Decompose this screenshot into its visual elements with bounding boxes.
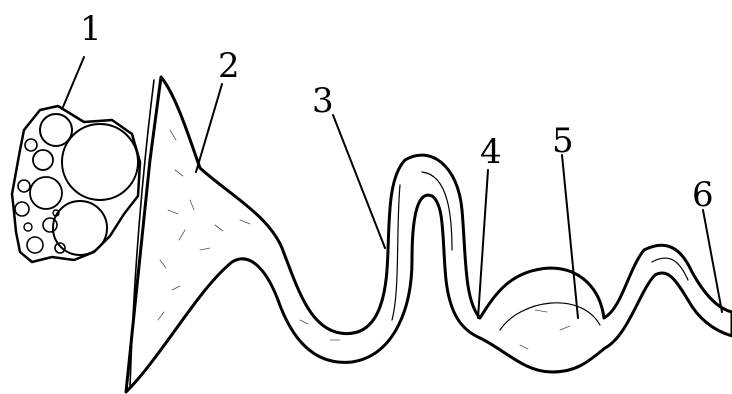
- label-2: 2: [218, 46, 240, 86]
- label-3: 3: [312, 81, 334, 121]
- leader-line-2: [196, 84, 222, 172]
- leader-line-6: [703, 210, 722, 312]
- label-5: 5: [552, 121, 574, 161]
- leader-line-4: [478, 170, 488, 318]
- main-tube: [126, 77, 732, 392]
- number-labels: 1 2 3 4 5 6: [80, 9, 714, 215]
- wedge-fibers: [158, 130, 570, 349]
- leader-line-3: [333, 115, 385, 248]
- label-6: 6: [692, 175, 714, 215]
- leader-line-1: [63, 57, 84, 107]
- label-1: 1: [80, 9, 102, 49]
- vesicle-cluster: [12, 106, 140, 262]
- leader-line-5: [562, 155, 578, 318]
- label-4: 4: [480, 132, 502, 172]
